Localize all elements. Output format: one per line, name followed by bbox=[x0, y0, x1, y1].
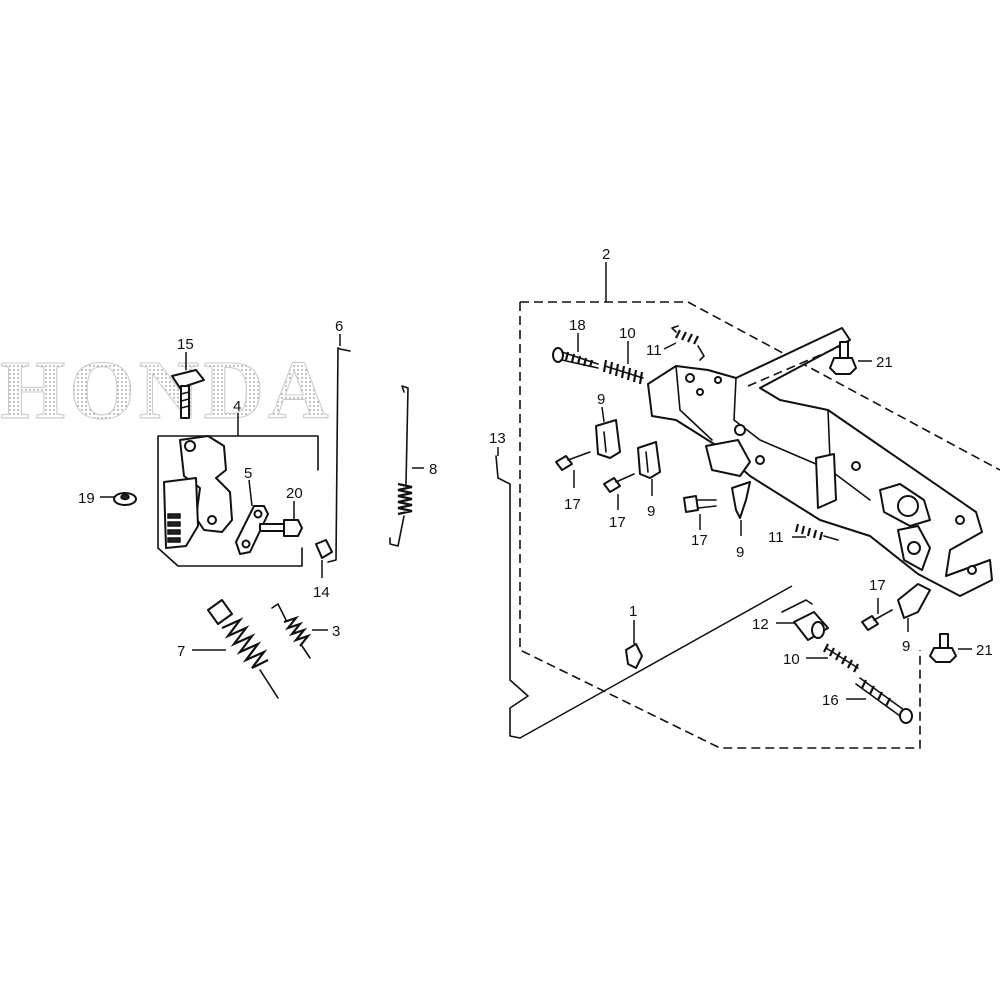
part-21-bolt-lower bbox=[929, 633, 957, 663]
callout-13: 13 bbox=[489, 430, 506, 447]
part-12-bushing bbox=[781, 599, 829, 641]
part-9-clamp-a bbox=[595, 419, 621, 459]
part-8-spring bbox=[389, 385, 413, 547]
callout-3: 3 bbox=[332, 623, 340, 640]
part-6-rod bbox=[327, 347, 351, 563]
callout-labels: 2 4 15 6 8 5 20 19 14 3 7 13 18 10 11 21… bbox=[78, 246, 993, 709]
callout-9-a: 9 bbox=[597, 391, 605, 408]
callout-16: 16 bbox=[822, 692, 839, 709]
callout-11-upper: 11 bbox=[646, 342, 662, 359]
callout-15: 15 bbox=[177, 336, 194, 353]
callout-10-upper: 10 bbox=[619, 325, 636, 342]
callout-2: 2 bbox=[602, 246, 610, 263]
part-20-bolt bbox=[259, 519, 303, 537]
callout-21-upper: 21 bbox=[876, 354, 893, 371]
callout-9-c: 9 bbox=[736, 544, 744, 561]
part-4-control-lever bbox=[163, 435, 233, 549]
part-21-bolt-upper bbox=[829, 341, 857, 375]
callout-12: 12 bbox=[752, 616, 769, 633]
callout-18: 18 bbox=[569, 317, 586, 334]
part-5-link-plate bbox=[235, 505, 269, 555]
part-1-clip bbox=[625, 643, 643, 669]
part-3-spring bbox=[271, 603, 312, 659]
part-17-screw-d bbox=[861, 598, 893, 631]
callout-6: 6 bbox=[335, 318, 343, 335]
part-17-screw-b bbox=[603, 473, 635, 510]
assembly-4-outline bbox=[157, 435, 319, 567]
part-14-clip bbox=[315, 539, 333, 559]
callout-1: 1 bbox=[629, 603, 637, 620]
part-17-screw-c bbox=[683, 495, 717, 530]
callout-17-c: 17 bbox=[691, 532, 708, 549]
part-10-spring-lower bbox=[823, 643, 859, 673]
part-16-bolt bbox=[855, 677, 913, 724]
callout-21-lower: 21 bbox=[976, 642, 993, 659]
callout-17-b: 17 bbox=[609, 514, 626, 531]
callout-9-d: 9 bbox=[902, 638, 910, 655]
callout-5: 5 bbox=[244, 465, 252, 482]
part-19-nut bbox=[113, 492, 137, 506]
callout-4: 4 bbox=[233, 398, 241, 415]
callout-10-lower: 10 bbox=[783, 651, 800, 668]
callout-17-a: 17 bbox=[564, 496, 581, 513]
part-9-clamp-c bbox=[731, 481, 751, 519]
callout-11-lower: 11 bbox=[768, 529, 784, 546]
callout-7: 7 bbox=[177, 643, 185, 660]
callout-19: 19 bbox=[78, 490, 95, 507]
callout-17-d: 17 bbox=[869, 577, 886, 594]
callout-20: 20 bbox=[286, 485, 303, 502]
part-2-control-base bbox=[647, 327, 993, 597]
part-11-spring-upper bbox=[671, 325, 705, 361]
part-9-clamp-b bbox=[637, 441, 661, 479]
part-17-screw-a bbox=[555, 451, 591, 488]
assembly-2-outline bbox=[519, 301, 1000, 749]
part-7-spring bbox=[207, 599, 279, 699]
part-11-spring-lower bbox=[794, 523, 839, 541]
callout-8: 8 bbox=[429, 461, 437, 478]
part-18-screw bbox=[552, 347, 599, 369]
honda-watermark-logo: HONDA bbox=[0, 344, 333, 437]
part-9-clamp-d bbox=[897, 583, 931, 619]
part-15-t-bolt bbox=[171, 369, 205, 419]
part-10-spring-upper bbox=[602, 359, 644, 385]
callout-14: 14 bbox=[313, 584, 330, 601]
callout-9-b: 9 bbox=[647, 503, 655, 520]
part-13-rod bbox=[495, 455, 529, 739]
